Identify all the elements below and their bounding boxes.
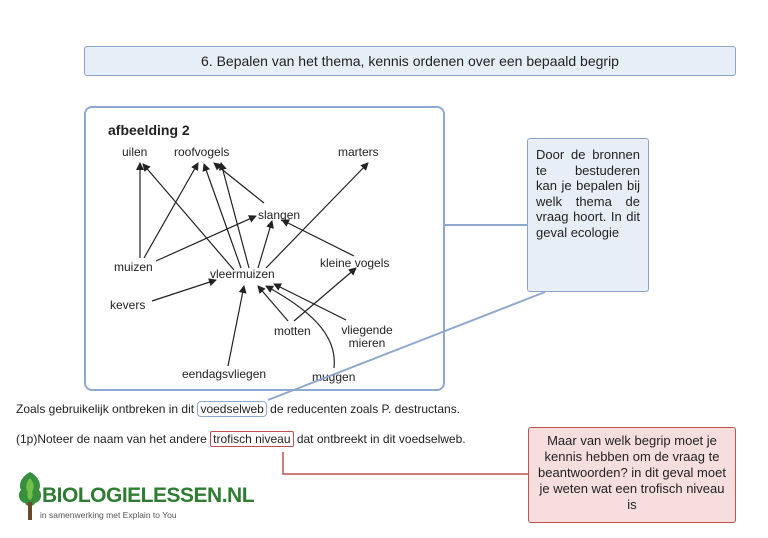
question-line: (1p)Noteer de naam van het andere trofis… xyxy=(16,431,466,447)
arrow-muizen-roofvogels xyxy=(143,162,199,259)
node-marters: marters xyxy=(338,145,379,159)
arrow-motten-vleermuizen xyxy=(257,285,289,322)
node-slangen: slangen xyxy=(258,208,301,222)
node-roofvogels: roofvogels xyxy=(174,145,230,159)
red-note-concept: Maar van welk begrip moet je kennis hebb… xyxy=(528,427,736,523)
node-kevers: kevers xyxy=(110,298,146,312)
arrow-kevers-vleermuizen xyxy=(151,278,217,302)
side-note-theme: Door de bronnen te bestuderen kan je bep… xyxy=(527,138,649,292)
arrow-vleermuizen-slangen xyxy=(257,220,274,269)
node-kleine-vogels: kleine vogels xyxy=(320,256,390,270)
diagram-title: afbeelding 2 xyxy=(108,122,190,138)
arrow-kleinevogels-slangen xyxy=(281,219,355,257)
connector-trofisch-note xyxy=(282,452,528,475)
arrow-motten-kleinevogels xyxy=(293,267,357,322)
arrow-vleermuizen-roofvogels xyxy=(202,163,242,269)
line2-after: dat ontbreekt in dit voedselweb. xyxy=(293,432,466,446)
line1-before: Zoals gebruikelijk ontbreken in dit xyxy=(16,402,198,416)
node-uilen: uilen xyxy=(122,145,148,159)
node-vliegende-mieren: vliegende mieren xyxy=(341,323,393,350)
arrow-eendagsvliegen-vleermuizen xyxy=(227,285,247,367)
node-muggen: muggen xyxy=(312,370,356,384)
section-title: 6. Bepalen van het thema, kennis ordenen… xyxy=(84,46,736,76)
highlight-trofisch-niveau: trofisch niveau xyxy=(210,431,294,447)
tree-icon xyxy=(18,472,42,520)
biologielessen-logo: BIOLOGIELESSEN.NL in samenwerking met Ex… xyxy=(16,470,255,525)
arrow-muizen-slangen xyxy=(155,215,257,262)
arrow-vleermuizen-marters xyxy=(265,162,369,269)
node-muizen: muizen xyxy=(114,260,153,274)
line2-before: (1p)Noteer de naam van het andere xyxy=(16,432,211,446)
logo-name: BIOLOGIELESSEN.NL xyxy=(42,484,255,507)
node-motten: motten xyxy=(274,324,311,338)
food-web-diagram: afbeelding 2 xyxy=(84,106,445,391)
logo-tagline: in samenwerking met Explain to You xyxy=(40,510,177,520)
line1-after: de reducenten zoals P. destructans. xyxy=(266,402,461,416)
arrow-slangen-roofvogels xyxy=(213,162,265,204)
arrow-mieren-vleermuizen xyxy=(273,283,347,321)
arrow-vleermuizen-uilen xyxy=(142,163,235,271)
highlight-voedselweb: voedselweb xyxy=(197,401,267,417)
arrow-vleermuizen-roofvogels-2 xyxy=(218,162,250,269)
node-vleermuizen: vleermuizen xyxy=(210,267,275,281)
question-context-line: Zoals gebruikelijk ontbreken in dit voed… xyxy=(16,401,461,417)
node-eendagsvliegen: eendagsvliegen xyxy=(182,367,267,381)
